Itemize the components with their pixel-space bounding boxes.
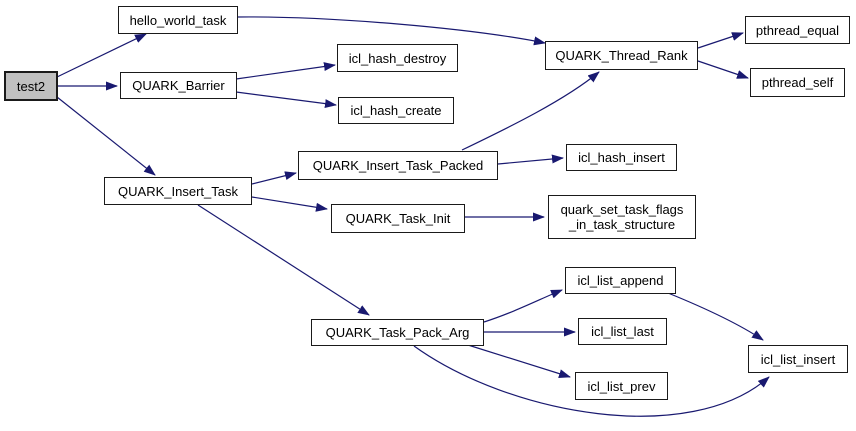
edge-QUARK_Task_Pack_Arg-to-icl_list_append [483, 289, 563, 323]
edge-QUARK_Thread_Rank-to-pthread_self [697, 60, 749, 79]
node-QUARK_Task_Pack_Arg[interactable]: QUARK_Task_Pack_Arg [311, 319, 484, 346]
node-QUARK_Insert_Task_Packed[interactable]: QUARK_Insert_Task_Packed [298, 151, 498, 180]
edge-test2-to-hello_world_task [56, 33, 147, 78]
edge-QUARK_Thread_Rank-to-pthread_equal [697, 32, 744, 49]
node-test2: test2 [4, 71, 58, 101]
node-quark_set_task_flags_in_task_structure[interactable]: quark_set_task_flags _in_task_structure [548, 195, 696, 239]
edge-QUARK_Task_Pack_Arg-to-icl_list_insert [413, 345, 770, 417]
edge-QUARK_Insert_Task-to-QUARK_Insert_Task_Packed [251, 171, 297, 185]
node-QUARK_Insert_Task[interactable]: QUARK_Insert_Task [104, 177, 252, 205]
node-icl_hash_create[interactable]: icl_hash_create [338, 97, 454, 124]
node-hello_world_task[interactable]: hello_world_task [118, 6, 238, 34]
node-QUARK_Thread_Rank[interactable]: QUARK_Thread_Rank [545, 41, 698, 70]
node-icl_list_insert[interactable]: icl_list_insert [748, 345, 848, 373]
node-icl_list_append[interactable]: icl_list_append [565, 267, 676, 294]
edge-QUARK_Insert_Task_Packed-to-QUARK_Thread_Rank [461, 71, 600, 151]
node-icl_hash_insert[interactable]: icl_hash_insert [566, 144, 677, 171]
node-icl_list_prev[interactable]: icl_list_prev [575, 372, 668, 400]
edge-icl_list_append-to-icl_list_insert [667, 292, 764, 341]
node-icl_list_last[interactable]: icl_list_last [578, 318, 667, 345]
edge-test2-to-QUARK_Insert_Task [56, 96, 156, 176]
node-icl_hash_destroy[interactable]: icl_hash_destroy [337, 44, 458, 72]
node-QUARK_Task_Init[interactable]: QUARK_Task_Init [331, 204, 465, 233]
node-pthread_self[interactable]: pthread_self [750, 68, 845, 97]
edge-QUARK_Task_Pack_Arg-to-icl_list_prev [467, 344, 571, 379]
edge-QUARK_Insert_Task_Packed-to-icl_hash_insert [497, 154, 564, 165]
edge-hello_world_task-to-QUARK_Thread_Rank [236, 16, 546, 46]
node-pthread_equal[interactable]: pthread_equal [745, 16, 850, 44]
edge-QUARK_Insert_Task-to-QUARK_Task_Pack_Arg [197, 204, 370, 316]
edge-QUARK_Insert_Task-to-QUARK_Task_Init [251, 196, 328, 212]
node-QUARK_Barrier[interactable]: QUARK_Barrier [120, 72, 237, 99]
edge-QUARK_Barrier-to-icl_hash_create [235, 91, 337, 109]
edge-QUARK_Barrier-to-icl_hash_destroy [235, 62, 336, 80]
